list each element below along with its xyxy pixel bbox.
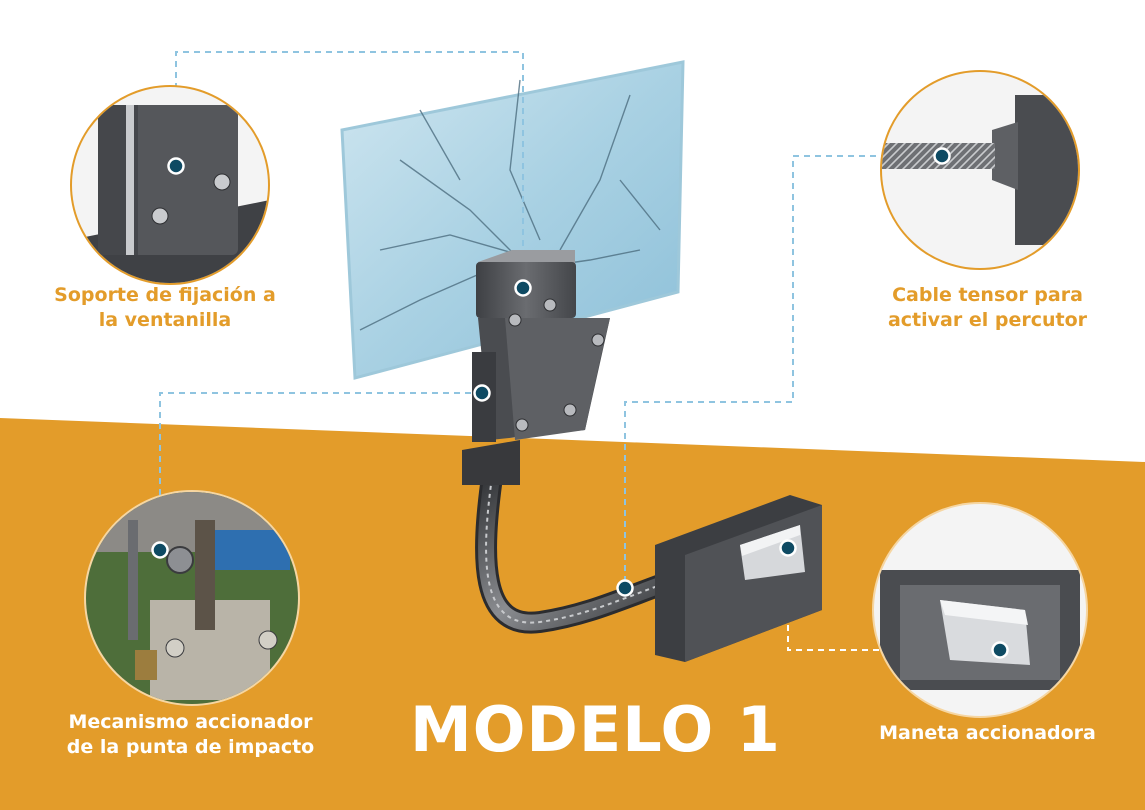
model-title: MODELO 1 <box>410 693 781 766</box>
label-mecanismo-line-1: Mecanismo accionador <box>68 711 313 733</box>
label-maneta: Maneta accionadora <box>850 721 1125 746</box>
callout-dot-cable-detail <box>933 147 951 165</box>
label-soporte-line-2: la ventanilla <box>98 308 232 331</box>
callout-dot-cable-main <box>616 579 634 597</box>
label-soporte-line-1: Soporte de fijación a <box>54 284 276 306</box>
broken-glass-pane <box>340 60 685 380</box>
label-mecanismo-line-2: de la punta de impacto <box>66 735 315 758</box>
label-cable-line-1: Cable tensor para <box>892 284 1083 306</box>
callout-dot-mecanismo-main <box>473 384 491 402</box>
detail-circle-soporte <box>70 85 270 285</box>
callout-dot-soporte-detail <box>167 157 185 175</box>
detail-circle-mecanismo <box>84 490 300 706</box>
callout-dot-mecanismo-detail <box>151 541 169 559</box>
callout-dot-maneta-main <box>779 539 797 557</box>
label-cable: Cable tensor para activar el percutor <box>855 283 1120 332</box>
label-mecanismo: Mecanismo accionador de la punta de impa… <box>38 710 343 759</box>
label-maneta-line-1: Maneta accionadora <box>879 722 1096 744</box>
detail-circle-cable <box>880 70 1080 270</box>
detail-circle-maneta <box>872 502 1088 718</box>
callout-dot-soporte-main <box>514 279 532 297</box>
label-soporte: Soporte de fijación a la ventanilla <box>30 283 300 332</box>
callout-dots <box>151 147 1009 659</box>
tensor-cable <box>475 459 691 634</box>
callout-dot-maneta-detail <box>991 641 1009 659</box>
label-cable-line-2: activar el percutor <box>887 308 1088 331</box>
